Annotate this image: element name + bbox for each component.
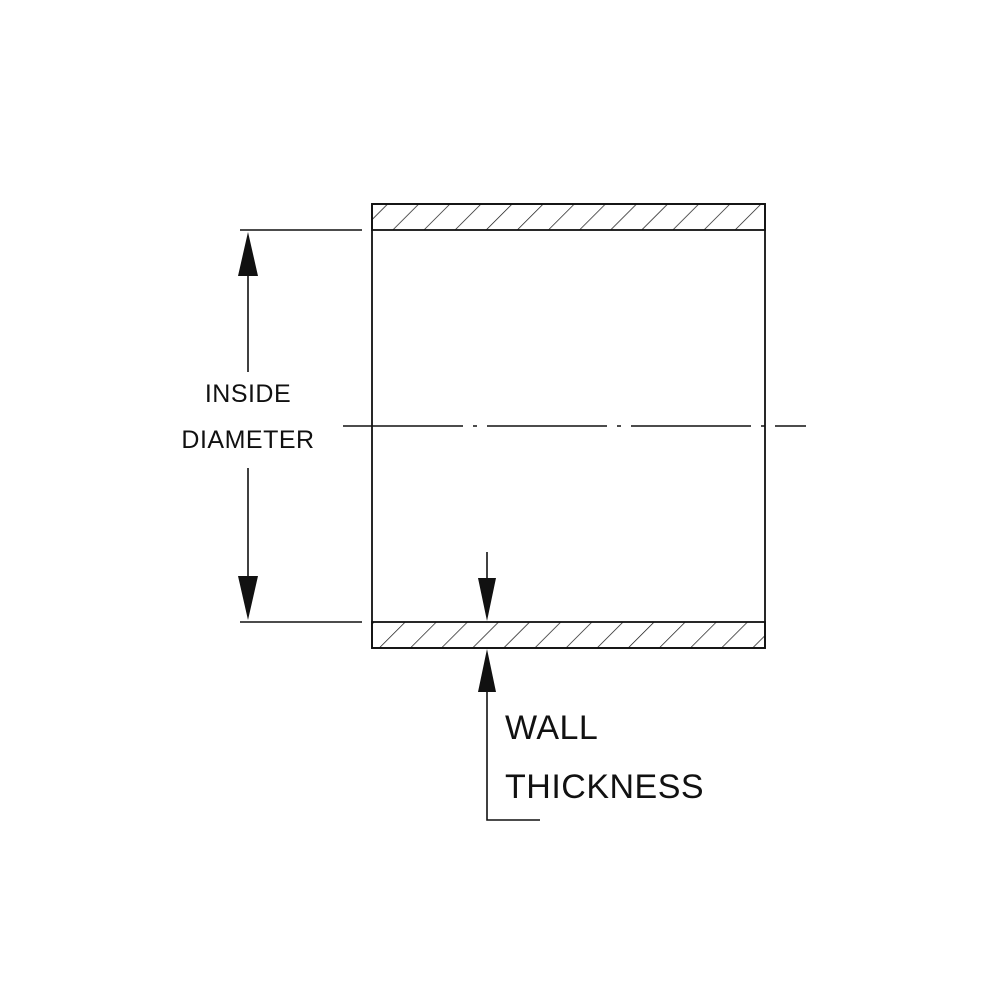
inside-diameter-dimension (238, 232, 258, 620)
arrow-up-icon (478, 649, 496, 692)
inside-diameter-label-line1: INSIDE (205, 380, 291, 408)
top-wall-section (371, 203, 766, 231)
inside-diameter-label-line2: DIAMETER (181, 426, 314, 454)
arrow-down-icon (478, 578, 496, 621)
wall-thickness-label-line1: WALL (505, 709, 598, 747)
wall-thickness-label-line2: THICKNESS (505, 768, 704, 806)
arrow-down-icon (238, 576, 258, 620)
bottom-wall-section (371, 621, 766, 649)
arrow-up-icon (238, 232, 258, 276)
wall-thickness-leader-line (486, 692, 540, 821)
wall-thickness-dimension (478, 552, 540, 821)
